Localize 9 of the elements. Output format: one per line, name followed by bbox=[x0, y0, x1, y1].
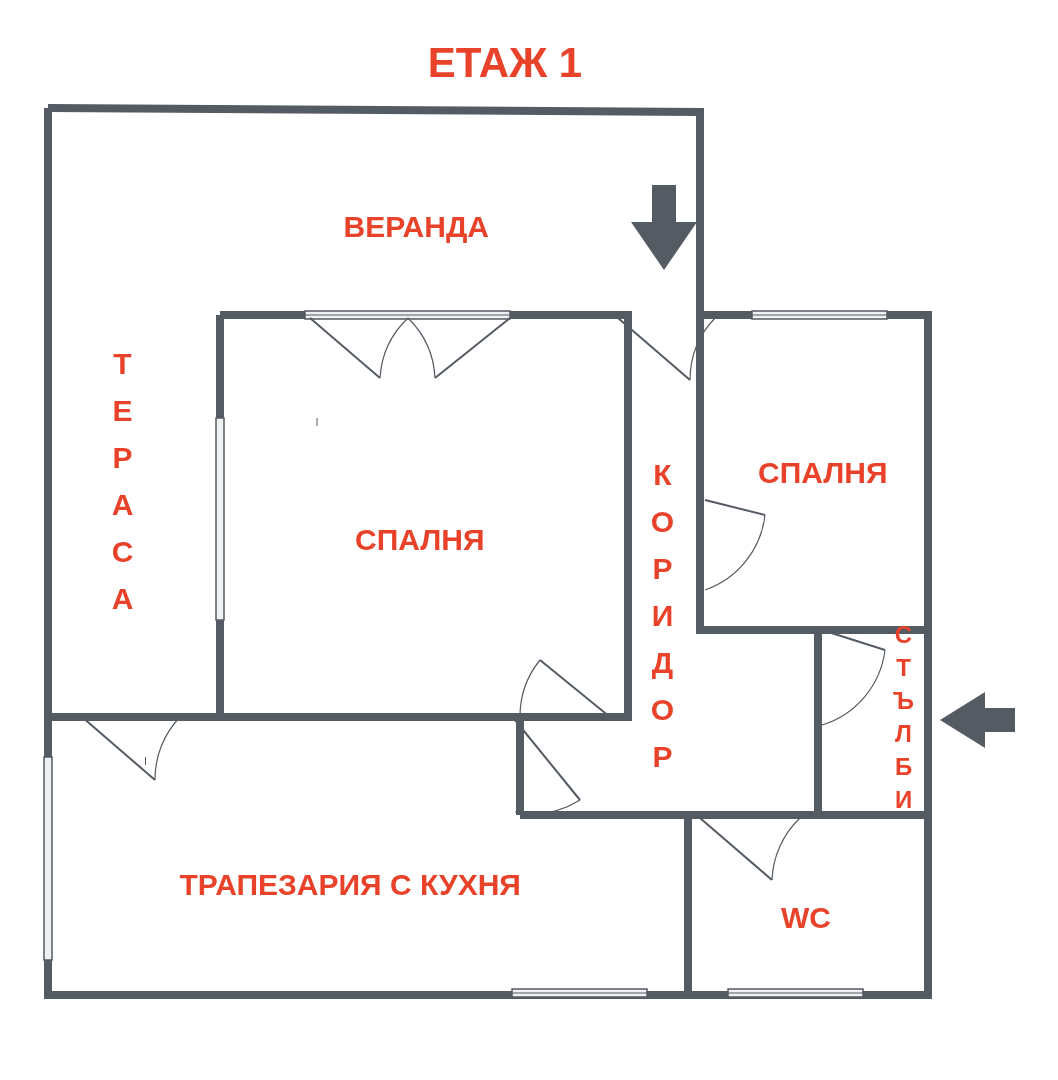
room-label: WC bbox=[781, 903, 831, 933]
room-label: КОРИДОР bbox=[647, 457, 677, 787]
room-label: СПАЛНЯ bbox=[758, 458, 888, 488]
room-label: СПАЛНЯ bbox=[355, 525, 485, 555]
room-label: ТРАПЕЗАРИЯ С КУХНЯ bbox=[179, 870, 521, 900]
room-label: ВЕРАНДА bbox=[343, 212, 489, 242]
room-label: ТЕРАСА bbox=[107, 347, 137, 629]
plan-title: ЕТАЖ 1 bbox=[426, 42, 584, 84]
room-label: СТЪЛБИ bbox=[891, 621, 915, 819]
